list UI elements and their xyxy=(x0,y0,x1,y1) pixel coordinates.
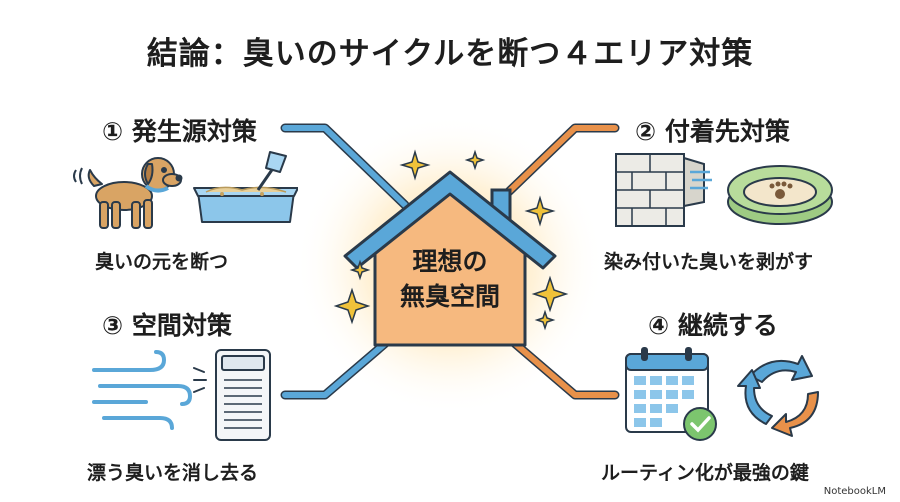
air-purifier-icon xyxy=(215,349,271,441)
area4-caption: ルーティン化が最強の鍵 xyxy=(601,462,809,484)
center-label: 理想の 無臭空間 xyxy=(390,244,510,314)
page-title: 結論：臭いのサイクルを断つ４エリア対策 xyxy=(146,36,754,72)
connector-area3 xyxy=(280,330,400,400)
area2-caption: 染み付いた臭いを剥がす xyxy=(604,251,814,273)
area1-illustration xyxy=(73,151,298,229)
house-icon xyxy=(343,170,557,347)
notebooklm-watermark: NotebookLM xyxy=(823,486,886,497)
cycle-arrows-icon xyxy=(737,355,819,437)
air-flow-icon xyxy=(92,350,193,430)
area2-illustration xyxy=(615,153,833,227)
area4-heading: ④ 継続する xyxy=(648,311,778,340)
litter-box-icon xyxy=(193,151,298,223)
area1-heading: ① 発生源対策 xyxy=(102,117,257,146)
area4-illustration xyxy=(625,347,819,441)
wallpaper-icon xyxy=(615,153,712,227)
wind-lines xyxy=(193,367,207,393)
center-label-line1: 理想の xyxy=(412,247,488,276)
connector-area2 xyxy=(490,123,620,210)
check-icon xyxy=(683,407,717,441)
pet-bed-icon xyxy=(727,165,833,225)
connector-area4 xyxy=(500,330,620,400)
sparkle-icon xyxy=(333,149,569,331)
dog-icon xyxy=(73,157,183,229)
center-label-line2: 無臭空間 xyxy=(399,282,500,311)
area1-caption: 臭いの元を断つ xyxy=(95,251,229,273)
area3-heading: ③ 空間対策 xyxy=(102,311,232,340)
connector-area1 xyxy=(280,123,410,210)
area2-heading: ② 付着先対策 xyxy=(635,117,790,146)
area3-illustration xyxy=(92,349,271,441)
area3-caption: 漂う臭いを消し去る xyxy=(87,462,259,484)
